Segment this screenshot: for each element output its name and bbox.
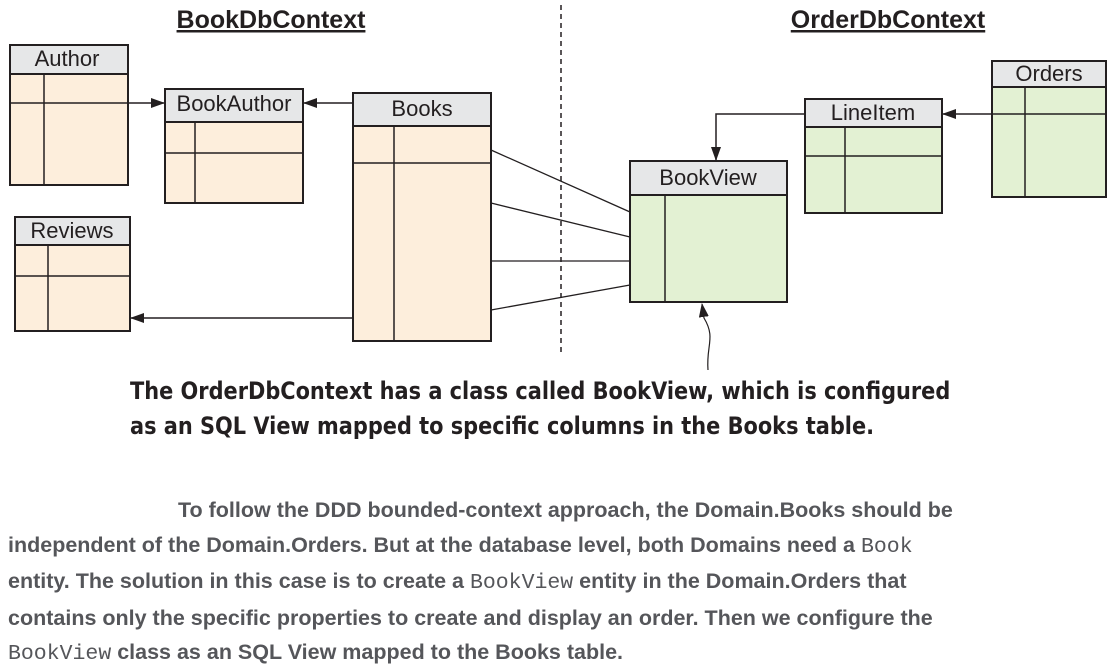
- order-db-context-title: OrderDbContext: [791, 6, 986, 34]
- caption-line-1: The OrderDbContext has a class called Bo…: [130, 377, 951, 405]
- diagram-caption: The OrderDbContext has a class called Bo…: [130, 374, 951, 444]
- books-table-title: Books: [391, 96, 452, 121]
- orders-table-title: Orders: [1015, 61, 1082, 86]
- bounded-context-diagram: BookDbContext OrderDbContext Author Book…: [9, 5, 1107, 371]
- bookview-class-term: BookView: [8, 642, 112, 666]
- book-view-table: BookView: [629, 160, 788, 303]
- explanation-paragraph: To follow the DDD bounded-context approa…: [8, 493, 1116, 672]
- callout-pointer: [698, 303, 711, 371]
- bookview-code-term: BookView: [469, 571, 574, 595]
- paragraph-line-1: To follow the DDD bounded-context approa…: [178, 498, 953, 522]
- caption-line-2: as an SQL View mapped to specific column…: [130, 412, 875, 440]
- book-author-table: BookAuthor: [164, 88, 304, 204]
- reviews-table: Reviews: [14, 216, 131, 332]
- author-table: Author: [9, 44, 129, 186]
- paragraph-line-5: BookView class as an SQL View mapped to …: [8, 640, 624, 666]
- book-code-term: Book: [860, 534, 913, 559]
- book-view-table-title: BookView: [659, 165, 757, 190]
- paragraph-line-2: independent of the Domain.Orders. But at…: [8, 532, 913, 559]
- reviews-table-title: Reviews: [30, 218, 113, 243]
- books-table: Books: [352, 92, 492, 342]
- book-author-table-title: BookAuthor: [177, 91, 292, 116]
- line-item-table: LineItem: [804, 98, 943, 214]
- column-mapping-lines: [490, 149, 631, 311]
- paragraph-line-4: contains only the specific properties to…: [8, 605, 933, 630]
- book-db-context-title: BookDbContext: [177, 6, 367, 34]
- line-item-table-title: LineItem: [831, 100, 915, 125]
- paragraph-line-3: entity. The solution in this case is to …: [8, 569, 907, 595]
- orders-table: Orders: [991, 60, 1107, 198]
- author-table-title: Author: [35, 46, 100, 71]
- arrow-lineitem-to-bookview: [711, 113, 805, 161]
